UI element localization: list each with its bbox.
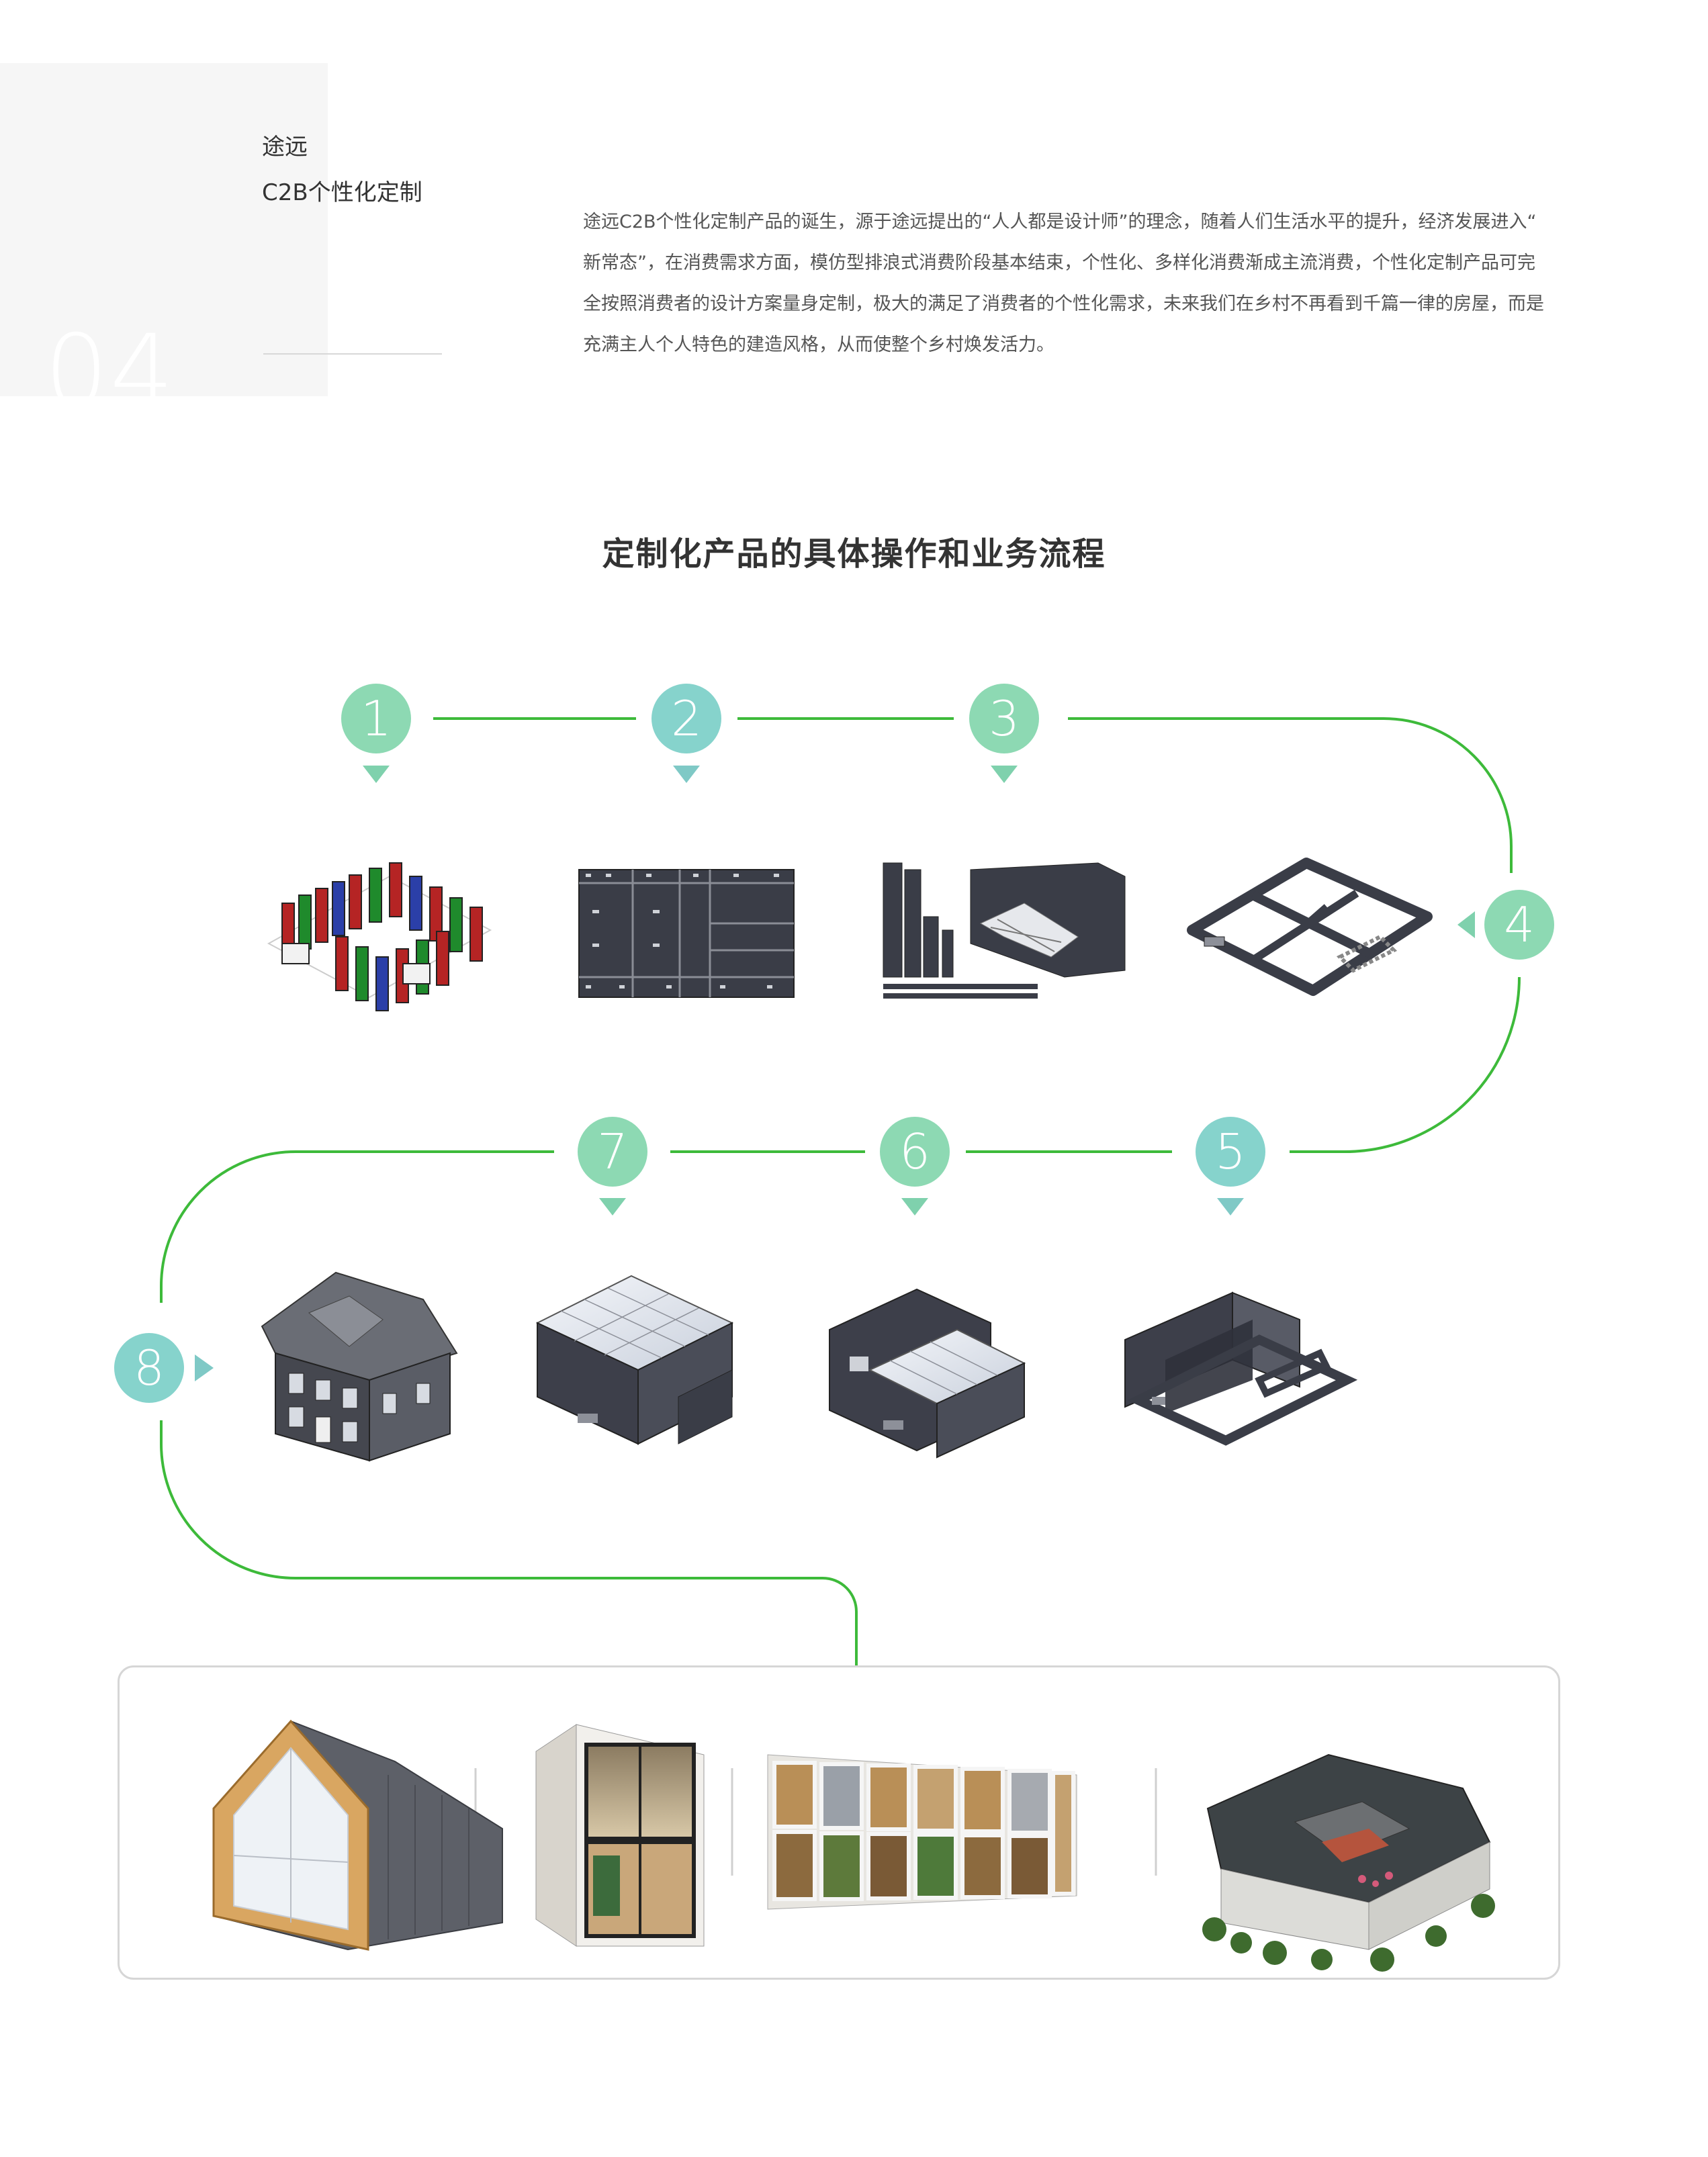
products-gallery-art <box>212 1719 1495 1972</box>
step-5-circle <box>1196 1117 1265 1187</box>
step-7-marker: 7 <box>578 1117 647 1215</box>
courtyard-house-icon <box>1202 1753 1495 1972</box>
finished-house-icon <box>261 1271 458 1462</box>
step-5-number: 5 <box>1215 1123 1246 1180</box>
intro-line: 新常态”，在消费需求方面，模仿型排浪式消费阶段基本结束，个性化、多样化消费渐成主… <box>583 253 1535 273</box>
section-title: 途远 C2B个性化定制 <box>262 124 422 216</box>
step-4-arrow <box>1457 911 1475 938</box>
step-8-number: 8 <box>134 1340 165 1396</box>
ground-floor-walls-icon <box>1124 1291 1358 1446</box>
step-4-marker: 4 <box>1457 890 1554 960</box>
step-5-arrow <box>1217 1198 1244 1215</box>
step-3-circle <box>969 684 1039 753</box>
step-1-marker: 1 <box>341 684 411 783</box>
row-houses-icon <box>767 1754 1077 1910</box>
step-5-marker: 5 <box>1196 1117 1265 1215</box>
step-1-arrow <box>363 766 390 783</box>
section-divider <box>263 353 442 355</box>
step-7-number: 7 <box>597 1123 628 1180</box>
intro-line: 途远C2B个性化定制产品的诞生，源于途远提出的“人人都是设计师”的理念，随着人们… <box>583 212 1537 232</box>
section-number-panel: 04 <box>0 63 328 422</box>
step-7-circle <box>578 1117 647 1187</box>
step-6-marker: 6 <box>880 1117 950 1215</box>
floor-frame-icon <box>1187 858 1433 996</box>
wall-panels-exploded-icon <box>267 862 492 1011</box>
step-2-arrow <box>673 766 700 783</box>
roof-frame-icon <box>535 1275 734 1445</box>
section-title-line2: C2B个性化定制 <box>262 179 422 206</box>
flow-connector <box>160 717 1521 1665</box>
step-8-arrow <box>195 1355 214 1381</box>
step-2-circle <box>651 684 721 753</box>
step-6-number: 6 <box>899 1123 930 1180</box>
step-8-circle <box>114 1333 184 1403</box>
step-6-arrow <box>901 1198 928 1215</box>
step-3-number: 3 <box>989 690 1020 747</box>
step-1-number: 1 <box>361 690 392 747</box>
step-4-number: 4 <box>1504 897 1535 953</box>
second-floor-walls-icon <box>829 1288 1026 1459</box>
section-title-line1: 途远 <box>262 134 308 160</box>
step-8-marker: 8 <box>114 1333 214 1403</box>
step-1-circle <box>341 684 411 753</box>
intro-line: 充满主人个人特色的建造风格，从而使整个乡村焕发活力。 <box>583 334 1054 355</box>
panels-and-stair-icon <box>883 862 1126 999</box>
step-3-arrow <box>991 766 1018 783</box>
products-gallery <box>118 1665 1560 1980</box>
intro-line: 全按照消费者的设计方案量身定制，极大的满足了消费者的个性化需求，未来我们在乡村不… <box>583 293 1544 314</box>
section-number: 04 <box>44 314 175 430</box>
a-frame-cabin-icon <box>212 1719 503 1951</box>
step-2-marker: 2 <box>651 684 721 783</box>
glass-cube-house-icon <box>535 1724 705 1947</box>
step-6-circle <box>880 1117 950 1187</box>
step-4-circle <box>1484 890 1554 960</box>
step-3-marker: 3 <box>969 684 1039 783</box>
intro-paragraph: 途远C2B个性化定制产品的诞生，源于途远提出的“人人都是设计师”的理念，随着人们… <box>583 201 1703 365</box>
panel-layout-icon <box>578 869 795 998</box>
step-2-number: 2 <box>671 690 702 747</box>
step-7-arrow <box>599 1198 626 1215</box>
flow-title: 定制化产品的具体操作和业务流程 <box>602 535 1106 573</box>
